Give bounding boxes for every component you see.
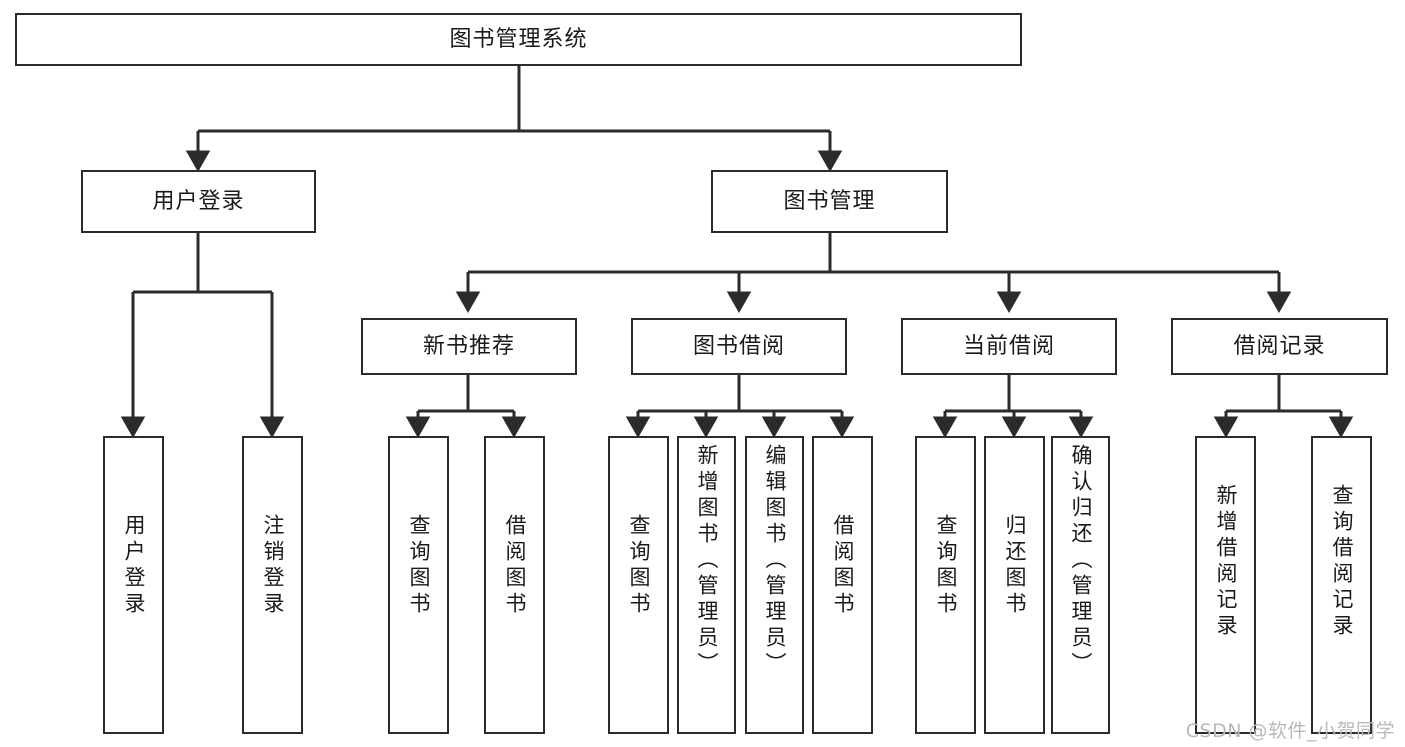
node-leaf-query-book-2[interactable]: 查询图书	[608, 436, 669, 734]
node-leaf-borrow-book-1[interactable]: 借阅图书	[484, 436, 545, 734]
node-leaf-edit-book[interactable]: 编辑图书（管理员）	[745, 436, 804, 734]
node-current-borrow[interactable]: 当前借阅	[901, 318, 1117, 375]
node-book-borrow[interactable]: 图书借阅	[631, 318, 847, 375]
node-new-book-rec-label: 新书推荐	[422, 333, 515, 359]
watermark-text: CSDN @软件_小贺同学	[1185, 720, 1395, 742]
node-borrow-record-label: 借阅记录	[1233, 333, 1326, 359]
node-root-label: 图书管理系统	[449, 26, 588, 52]
node-leaf-borrow-book-2-label: 借阅图书	[831, 514, 855, 618]
node-leaf-confirm-return-label: 确认归还（管理员）	[1069, 444, 1093, 678]
node-leaf-add-book-label: 新增图书（管理员）	[695, 444, 719, 678]
node-leaf-query-book-1-label: 查询图书	[407, 514, 431, 618]
node-leaf-add-record-label: 新增借阅记录	[1214, 484, 1238, 640]
node-leaf-query-book-1[interactable]: 查询图书	[388, 436, 449, 734]
node-user-login-label: 用户登录	[152, 188, 245, 214]
node-leaf-add-book[interactable]: 新增图书（管理员）	[677, 436, 736, 734]
node-leaf-query-record[interactable]: 查询借阅记录	[1311, 436, 1372, 734]
node-book-manage[interactable]: 图书管理	[711, 170, 948, 233]
node-leaf-query-book-2-label: 查询图书	[627, 514, 651, 618]
node-book-borrow-label: 图书借阅	[692, 333, 785, 359]
node-leaf-return-book[interactable]: 归还图书	[984, 436, 1045, 734]
node-leaf-user-login[interactable]: 用户登录	[103, 436, 164, 734]
node-borrow-record[interactable]: 借阅记录	[1171, 318, 1388, 375]
node-book-manage-label: 图书管理	[783, 188, 876, 214]
node-leaf-query-book-3[interactable]: 查询图书	[915, 436, 976, 734]
node-current-borrow-label: 当前借阅	[962, 333, 1055, 359]
node-leaf-add-record[interactable]: 新增借阅记录	[1195, 436, 1256, 734]
node-user-login[interactable]: 用户登录	[81, 170, 316, 233]
node-leaf-query-record-label: 查询借阅记录	[1330, 484, 1354, 640]
node-root[interactable]: 图书管理系统	[15, 13, 1022, 66]
node-leaf-borrow-book-2[interactable]: 借阅图书	[812, 436, 873, 734]
node-leaf-logout-login[interactable]: 注销登录	[242, 436, 303, 734]
node-leaf-logout-login-label: 注销登录	[261, 514, 285, 618]
node-leaf-user-login-label: 用户登录	[122, 514, 146, 618]
node-leaf-return-book-label: 归还图书	[1003, 514, 1027, 618]
node-new-book-rec[interactable]: 新书推荐	[361, 318, 577, 375]
node-leaf-query-book-3-label: 查询图书	[934, 514, 958, 618]
node-leaf-borrow-book-1-label: 借阅图书	[503, 514, 527, 618]
node-leaf-confirm-return[interactable]: 确认归还（管理员）	[1051, 436, 1110, 734]
node-leaf-edit-book-label: 编辑图书（管理员）	[763, 444, 787, 678]
